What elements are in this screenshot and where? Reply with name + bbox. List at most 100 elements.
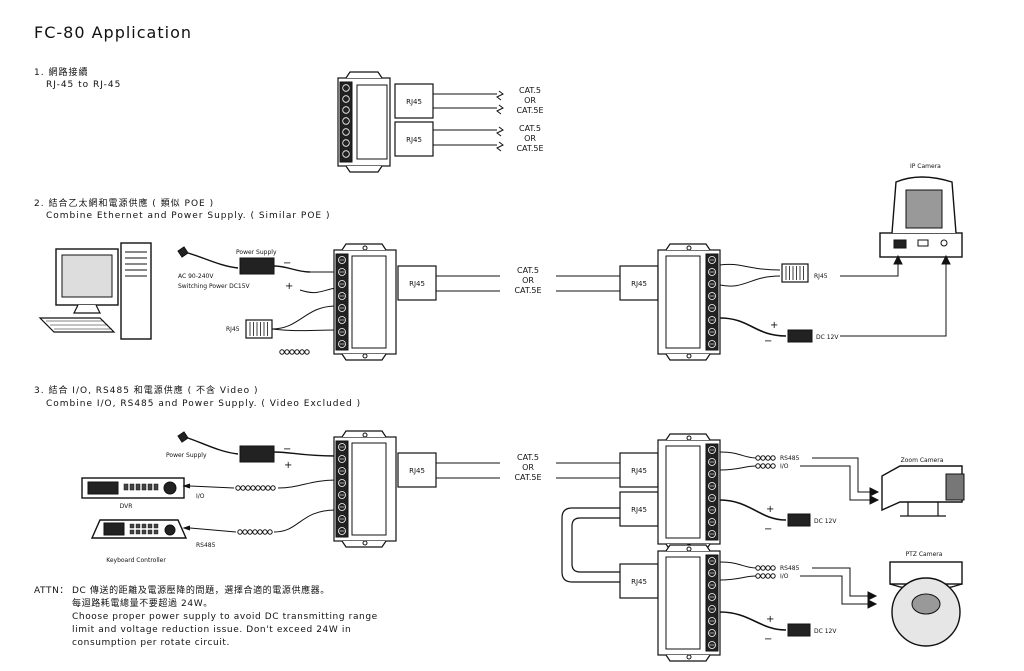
balun-right-top-s3: [657, 433, 721, 551]
coil-mark: [299, 349, 305, 355]
zoom-camera-icon: [881, 465, 965, 517]
coil-mark: [765, 463, 771, 469]
terminal-screw: [342, 95, 350, 103]
section-3-rj45-right-top-label: RJ45: [631, 467, 647, 475]
attn-line-4: limit and voltage reduction issue. Don't…: [72, 625, 352, 635]
coil-mark: [267, 529, 273, 535]
minus-sign: −: [283, 258, 291, 269]
coil-mark: [755, 455, 761, 461]
coil-mark: [240, 485, 246, 491]
section-1-heading: 1. 網路接續: [34, 68, 89, 78]
section-1-rj45-top: RJ45: [394, 83, 434, 119]
attn-line-5: consumption per rotate circuit.: [72, 638, 231, 648]
ip-camera-icon: [879, 176, 963, 258]
coil-mark: [304, 349, 310, 355]
section-2-rj45-left: RJ45: [397, 265, 437, 301]
section-1-cable-label-top-cat5e: CAT.5E: [516, 106, 543, 115]
section-2-heading: 2. 結合乙太網和電源供應 ( 類似 POE ): [34, 199, 215, 209]
coil-mark: [262, 529, 268, 535]
ptz-camera-label: PTZ Camera: [906, 551, 943, 558]
section-3-rj45-right-top: RJ45: [619, 452, 659, 488]
coil-mark: [755, 463, 761, 469]
rs485-label-left: RS485: [196, 542, 216, 549]
keyboard-controller-icon: [90, 519, 188, 539]
section-2-cable-label-cat5e: CAT.5E: [514, 286, 541, 295]
terminal-screw: [342, 128, 350, 136]
minus-sign-top: −: [764, 524, 772, 535]
coil-mark: [260, 485, 266, 491]
dc12v-label-top: DC 12V: [814, 518, 837, 525]
section-2-subheading: Combine Ethernet and Power Supply. ( Sim…: [46, 211, 331, 221]
coil-mark: [770, 463, 776, 469]
ptz-camera-icon: [889, 561, 963, 647]
switching-spec-label: Switching Power DC15V: [178, 283, 251, 290]
section-3-rj45-right-mid-label: RJ45: [631, 506, 647, 514]
coil-mark: [245, 485, 251, 491]
page-title: FC-80 Application: [34, 23, 192, 42]
coil-mark: [270, 485, 276, 491]
balun-left-s2: [333, 243, 397, 361]
terminal-screw: [342, 117, 350, 125]
section-3-subheading: Combine I/O, RS485 and Power Supply. ( V…: [46, 399, 362, 409]
coil-mark: [279, 349, 285, 355]
rj45-plug-right: [781, 263, 809, 283]
attn-line-2: 每迴路耗電總量不要超過 24W。: [72, 599, 213, 609]
section-3-rj45-right-bottom-label: RJ45: [631, 578, 647, 586]
plus-sign-right: +: [770, 320, 778, 331]
section-1-network: [337, 71, 504, 173]
section-1-cable-label-bottom-or: OR: [524, 134, 536, 143]
coil-mark: [755, 565, 761, 571]
section-2-rj45-right: RJ45: [619, 265, 659, 301]
power-supply-icon-s3: [177, 431, 337, 463]
rj45-plug-left: [245, 319, 273, 339]
section-3-cable-label-cat5e: CAT.5E: [514, 473, 541, 482]
section-3-rj45-left-label: RJ45: [409, 467, 425, 475]
plus-sign-s3: +: [284, 460, 292, 471]
plus-sign-top: +: [766, 504, 774, 515]
coil-mark: [255, 485, 261, 491]
coil-mark: [294, 349, 300, 355]
section-1-cable-label-bottom-cat5e: CAT.5E: [516, 144, 543, 153]
section-2-cable-label-or: OR: [522, 276, 534, 285]
terminal-screw: [342, 139, 350, 147]
coil-mark: [770, 573, 776, 579]
section-3-rj45-right-mid: RJ45: [619, 491, 659, 527]
section-2-cable-label-cat5: CAT.5: [517, 266, 539, 275]
rs485-label-top: RS485: [780, 455, 800, 462]
minus-sign-bottom: −: [764, 634, 772, 645]
power-supply-icon: [177, 246, 311, 275]
attn-line-1: DC 傳送的距離及電源壓降的問題，選擇合適的電源供應器。: [72, 586, 330, 596]
dvr-label: DVR: [120, 503, 133, 510]
dc12v-label-s2: DC 12V: [816, 334, 839, 341]
coil-mark: [250, 485, 256, 491]
section-2-rj45-left-label: RJ45: [409, 280, 425, 288]
section-1-cable-label-top-cat5: CAT.5: [519, 86, 541, 95]
coil-mark: [765, 573, 771, 579]
coil-mark: [289, 349, 295, 355]
balun-right-s2: [657, 243, 721, 361]
section-2-rj45-right-label: RJ45: [631, 280, 647, 288]
power-supply-label-s3: Power Supply: [166, 452, 207, 459]
section-3-heading: 3. 結合 I/O, RS485 和電源供應 ( 不含 Video ): [34, 386, 259, 396]
coil-mark: [257, 529, 263, 535]
io-label-top: I/O: [780, 463, 789, 470]
coil-mark: [235, 485, 241, 491]
coil-mark: [760, 573, 766, 579]
power-supply-label: Power Supply: [236, 249, 277, 256]
coil-mark: [765, 565, 771, 571]
coil-mark: [265, 485, 271, 491]
zoom-camera-label: Zoom Camera: [901, 457, 944, 464]
ip-camera-label: IP Camera: [910, 163, 941, 170]
pc-icon: [38, 242, 152, 340]
section-3-cable-label-cat5: CAT.5: [517, 453, 539, 462]
terminal-screw: [342, 106, 350, 114]
dvr-icon: [81, 477, 185, 499]
coil-mark: [760, 565, 766, 571]
